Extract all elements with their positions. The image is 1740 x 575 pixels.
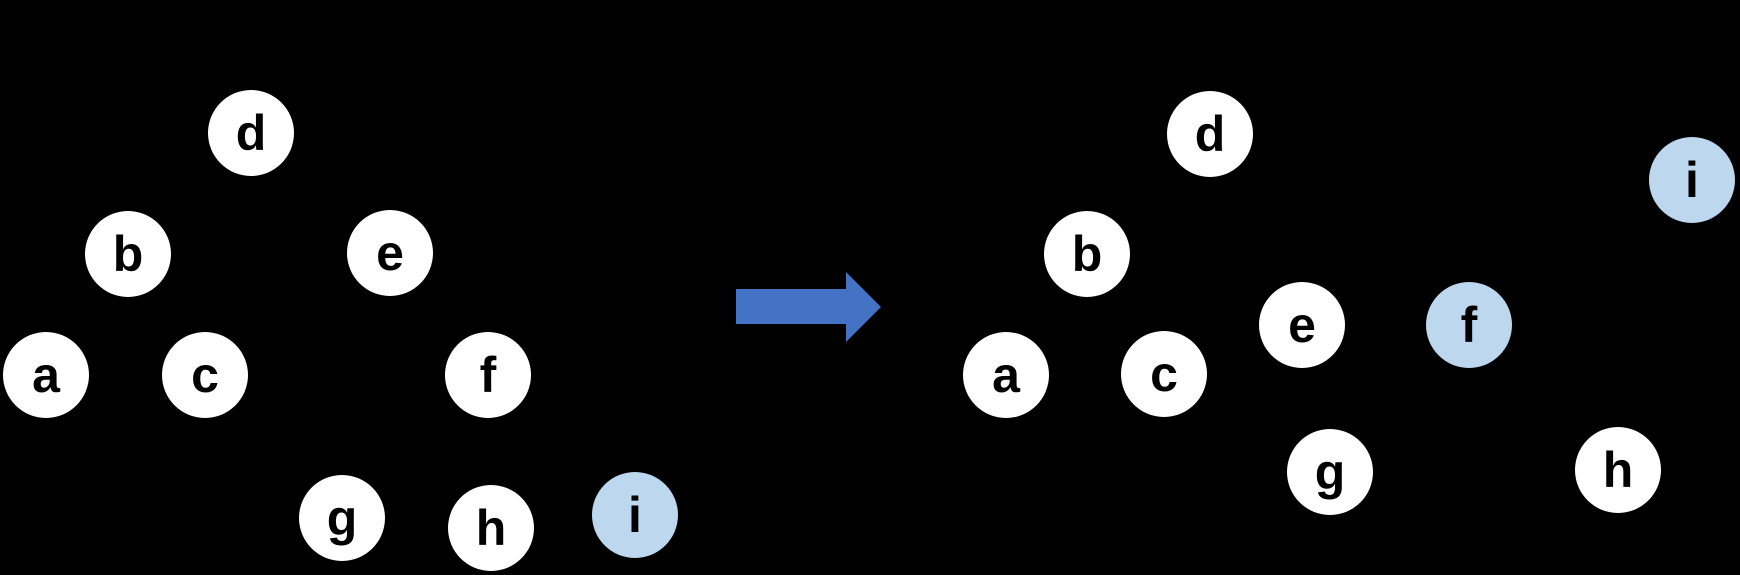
tree-before-node-b: b <box>85 211 171 297</box>
tree-after-node-c: c <box>1121 331 1207 417</box>
tree-after-node-h: h <box>1575 427 1661 513</box>
tree-before-node-d: d <box>208 90 294 176</box>
tree-after-node-f: f <box>1426 282 1512 368</box>
tree-after-node-b: b <box>1044 211 1130 297</box>
tree-before-node-e: e <box>347 210 433 296</box>
tree-after-node-i: i <box>1649 137 1735 223</box>
tree-before-node-g: g <box>299 475 385 561</box>
tree-before-node-a: a <box>3 332 89 418</box>
tree-before-node-f: f <box>445 332 531 418</box>
tree-before-node-c: c <box>162 332 248 418</box>
tree-before-node-h: h <box>448 485 534 571</box>
tree-after-node-e: e <box>1259 282 1345 368</box>
right-arrow-shape <box>736 272 881 342</box>
transform-arrow-icon <box>736 272 881 342</box>
tree-after-node-g: g <box>1287 429 1373 515</box>
tree-after-node-a: a <box>963 332 1049 418</box>
tree-before-node-i: i <box>592 472 678 558</box>
tree-after-node-d: d <box>1167 91 1253 177</box>
